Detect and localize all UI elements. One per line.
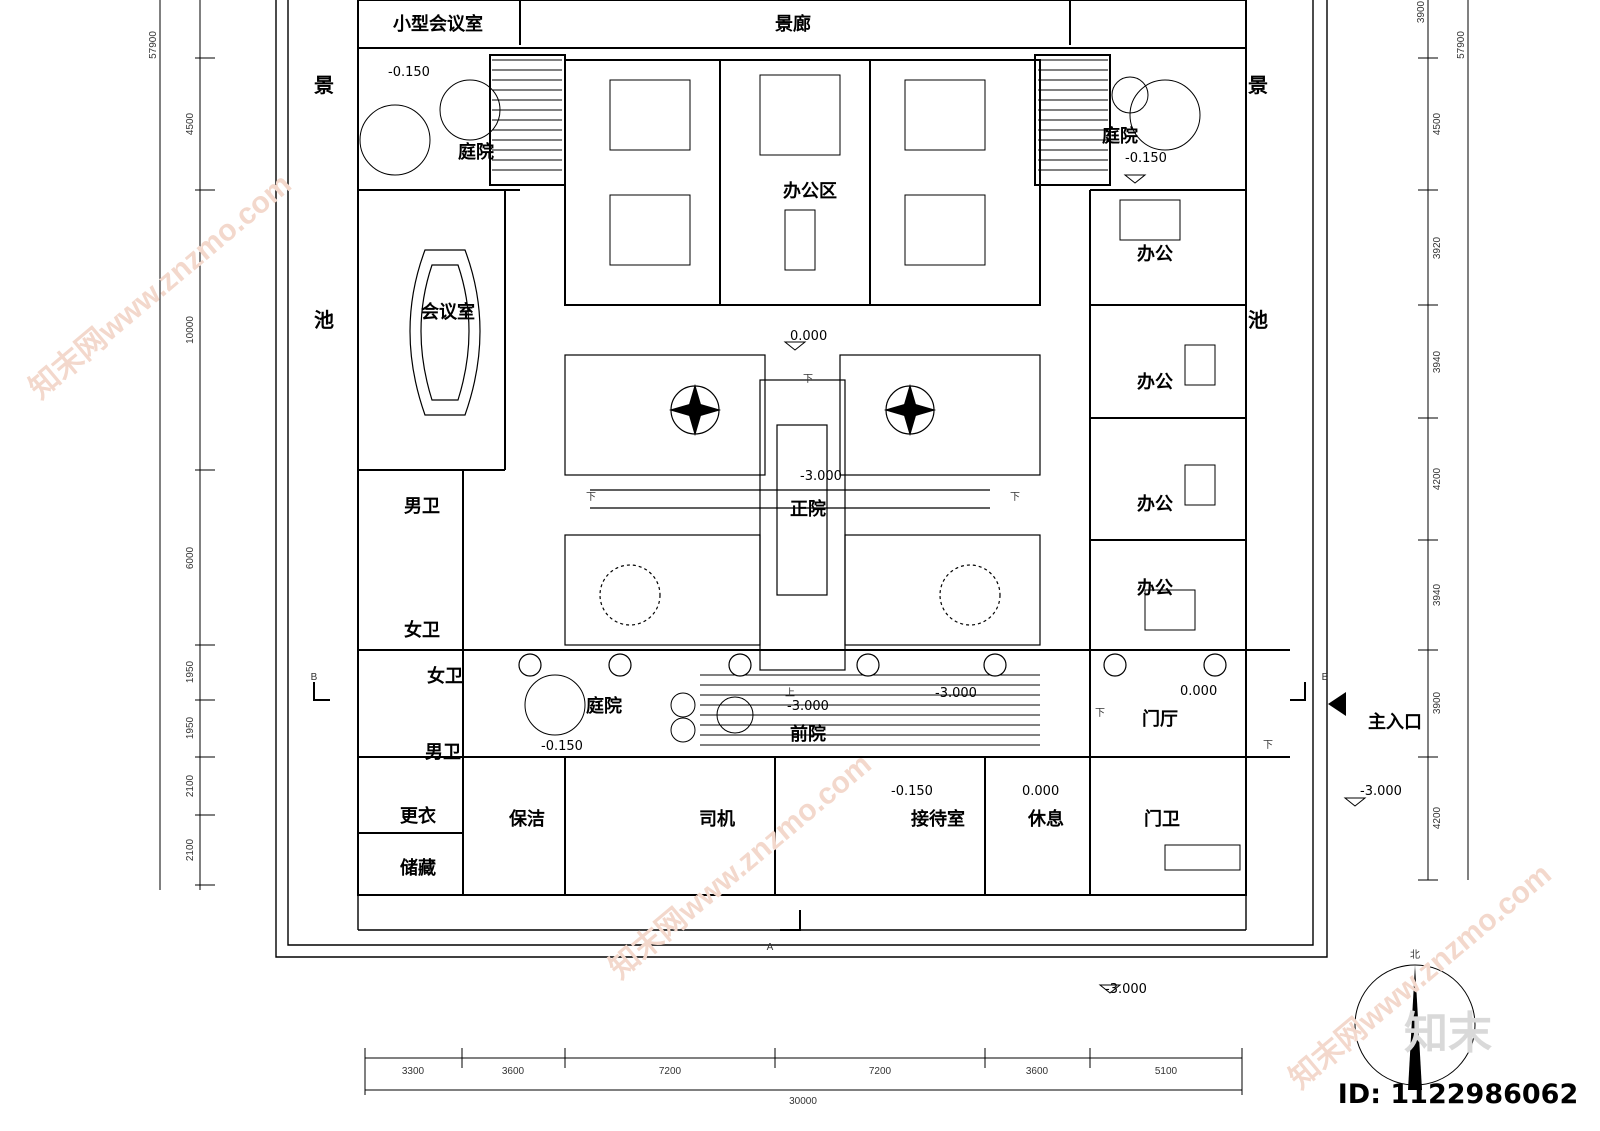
watermark-text: 知末网www.znzmo.com xyxy=(1283,858,1557,1096)
room-reception: 接待室 xyxy=(911,808,965,830)
section-b-marker-left: B xyxy=(311,672,318,683)
room-women-wc-top: 女卫 xyxy=(404,619,440,641)
room-storage: 储藏 xyxy=(399,857,436,879)
room-men-wc-bottom: 男卫 xyxy=(425,742,461,763)
room-office-4: 办公 xyxy=(1137,577,1173,599)
dim-right-3: 3940 xyxy=(1432,350,1443,373)
entrance-arrow-icon xyxy=(1328,692,1346,716)
office-desks xyxy=(609,74,1241,871)
dim-right-total: 57900 xyxy=(1456,31,1467,59)
dim-left-total: 57900 xyxy=(148,31,159,59)
courtyard-trees xyxy=(359,76,1201,743)
watermark-logo: 知末 xyxy=(1404,1008,1492,1059)
room-rest: 休息 xyxy=(1027,808,1064,830)
meeting-table xyxy=(409,249,481,416)
level-label: -3.000 xyxy=(787,699,829,714)
level-label: 0.000 xyxy=(1022,784,1059,799)
down-marker: 下 xyxy=(1095,708,1105,719)
down-marker: 下 xyxy=(803,374,813,385)
dim-bottom-3: 7200 xyxy=(659,1066,682,1077)
room-main-court: 正院 xyxy=(790,498,826,520)
dim-left-3: 6000 xyxy=(185,546,196,569)
dim-left-2: 10000 xyxy=(185,316,196,344)
up-marker: 上 xyxy=(785,687,795,699)
dimension-left xyxy=(159,0,215,890)
room-driver: 司机 xyxy=(699,809,735,830)
dim-bottom-2: 3600 xyxy=(502,1066,525,1077)
room-office-3: 办公 xyxy=(1137,493,1173,515)
down-marker: 下 xyxy=(1263,740,1273,751)
level-label: -3.000 xyxy=(935,686,977,701)
stairs-front xyxy=(700,674,1040,746)
dim-left-4: 1950 xyxy=(185,660,196,683)
dim-right-7: 4200 xyxy=(1432,806,1443,829)
room-meeting: 会议室 xyxy=(421,301,475,323)
room-office-1: 办公 xyxy=(1137,243,1173,265)
down-marker: 下 xyxy=(586,492,596,503)
room-gallery: 景廊 xyxy=(775,13,811,35)
level-label: -0.150 xyxy=(1125,151,1167,166)
dim-bottom-6: 5100 xyxy=(1155,1066,1178,1077)
columns xyxy=(518,653,1227,677)
dim-bottom-1: 3300 xyxy=(402,1066,425,1077)
building-walls xyxy=(357,0,1290,896)
image-id: ID: 1122986062 xyxy=(1338,1079,1579,1110)
dim-left-5: 1950 xyxy=(185,716,196,739)
dim-right-6: 3900 xyxy=(1432,691,1443,714)
main-court xyxy=(564,354,1041,671)
room-men-wc-top: 男卫 xyxy=(404,496,440,517)
dim-right-4: 4200 xyxy=(1432,467,1443,490)
level-label: -0.150 xyxy=(388,65,430,80)
room-changing: 更衣 xyxy=(400,805,436,827)
dimension-bottom xyxy=(364,1048,1243,1095)
level-label: -3.000 xyxy=(1360,784,1402,799)
dim-bottom-4: 7200 xyxy=(869,1066,892,1077)
section-markers xyxy=(313,682,1306,931)
level-label: -0.150 xyxy=(541,739,583,754)
main-entrance-label: 主入口 xyxy=(1368,711,1422,733)
pond-label-left-bottom: 池 xyxy=(314,308,334,332)
room-guard: 门卫 xyxy=(1144,808,1180,830)
site-boundary xyxy=(275,0,1328,958)
level-label: 0.000 xyxy=(1180,684,1217,699)
north-arrow-icon xyxy=(1354,964,1476,1090)
dimension-right xyxy=(1418,0,1469,881)
room-small-meeting: 小型会议室 xyxy=(393,13,483,35)
dim-left-1: 4500 xyxy=(185,112,196,135)
room-women-wc-bottom: 女卫 xyxy=(427,665,463,687)
level-label: 0.000 xyxy=(790,329,827,344)
watermark-text: 知末网www.znzmo.com xyxy=(603,748,877,986)
level-label: -3.000 xyxy=(800,469,842,484)
room-courtyard-left: 庭院 xyxy=(458,141,494,163)
dim-right-2: 3920 xyxy=(1432,236,1443,259)
level-marks xyxy=(783,174,1367,994)
level-label: -3.000 xyxy=(1105,982,1147,997)
stairs-right xyxy=(1038,59,1108,171)
room-office-2: 办公 xyxy=(1137,371,1173,393)
room-courtyard-right: 庭院 xyxy=(1102,125,1138,147)
dim-left-6: 2100 xyxy=(185,774,196,797)
section-a-marker: A xyxy=(767,942,774,953)
north-label: 北 xyxy=(1410,949,1420,961)
dim-bottom-5: 3600 xyxy=(1026,1066,1049,1077)
dim-right-top: 3900 xyxy=(1416,0,1427,23)
room-office-area: 办公区 xyxy=(783,180,837,202)
dim-right-5: 3940 xyxy=(1432,583,1443,606)
room-cleaning: 保洁 xyxy=(508,808,545,830)
dim-left-7: 2100 xyxy=(185,838,196,861)
pond-label-right-bottom: 池 xyxy=(1248,308,1268,332)
pond-label-left-top: 景 xyxy=(314,73,334,97)
dim-bottom-total: 30000 xyxy=(789,1096,817,1107)
level-label: -0.150 xyxy=(891,784,933,799)
section-b-marker-right: B xyxy=(1322,672,1329,683)
watermark-text: 知末网www.znzmo.com xyxy=(23,168,297,406)
pond-label-right-top: 景 xyxy=(1248,73,1268,97)
room-courtyard-front: 庭院 xyxy=(586,695,622,717)
down-marker: 下 xyxy=(1010,492,1020,503)
stairs-left xyxy=(492,59,562,171)
room-lobby: 门厅 xyxy=(1142,708,1178,730)
dim-right-1: 4500 xyxy=(1432,112,1443,135)
room-front-court: 前院 xyxy=(790,723,826,745)
